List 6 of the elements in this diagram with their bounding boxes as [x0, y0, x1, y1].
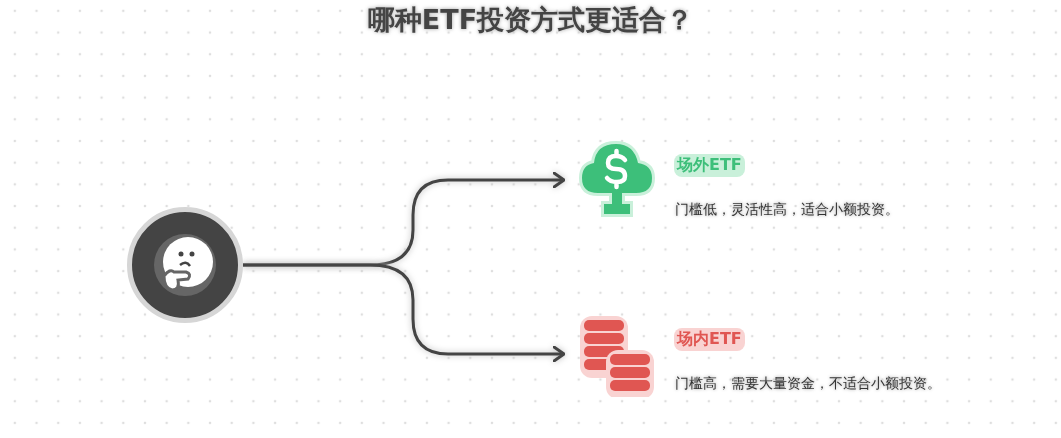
option-description: 门槛低，灵活性高，适合小额投资。	[675, 201, 899, 219]
option-title: 场内ETF	[674, 328, 745, 351]
option-title: 场外ETF	[674, 154, 745, 177]
option-description: 门槛高，需要大量资金，不适合小额投资。	[675, 375, 941, 393]
title: 哪种ETF投资方式更适合？	[366, 3, 695, 37]
branch-arrow	[243, 263, 566, 363]
